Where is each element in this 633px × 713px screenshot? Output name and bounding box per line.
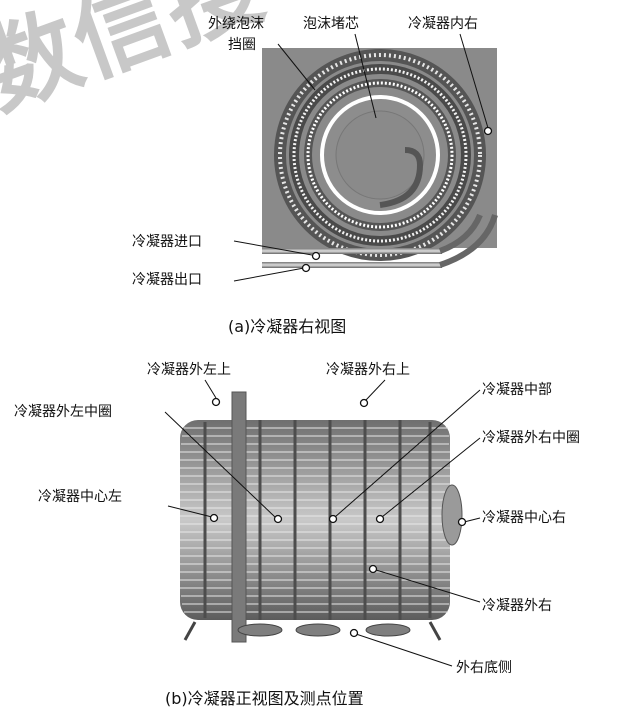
drum-right-cap <box>441 484 463 546</box>
leader-outlet <box>233 267 305 282</box>
condenser-drum <box>180 420 450 620</box>
drum-feet <box>183 621 442 641</box>
foam-plug-core <box>335 110 425 200</box>
leader-outer-right-mid-ring <box>381 437 481 518</box>
foam-ring-post <box>231 391 247 643</box>
condenser-fins <box>180 427 450 613</box>
inlet-pipe-bend <box>438 213 483 254</box>
leader-outer-foam-ring <box>277 43 316 91</box>
label-outer-foam-ring-line1: 外绕泡沫 <box>208 16 264 32</box>
inlet-pipe <box>262 248 442 254</box>
outer-coil-fins <box>278 53 482 257</box>
point-inner-right <box>483 126 493 136</box>
label-outer-left-top: 冷凝器外左上 <box>147 362 231 378</box>
point-center-right <box>457 517 467 527</box>
point-center-left <box>209 513 219 523</box>
caption-front-view: (b)冷凝器正视图及测点位置 <box>165 689 364 708</box>
condenser-rings <box>203 420 432 620</box>
right-view-diagram <box>262 48 498 268</box>
label-inlet: 冷凝器进口 <box>132 234 202 250</box>
label-middle: 冷凝器中部 <box>482 382 552 398</box>
inner-coil-fins <box>306 81 454 229</box>
right-view-measurement-points <box>301 126 493 273</box>
leader-outer-left-mid-ring <box>164 411 276 518</box>
point-outer-right <box>368 564 378 574</box>
label-outlet: 冷凝器出口 <box>132 272 202 288</box>
point-outer-left-top <box>211 397 221 407</box>
label-outer-right-top: 冷凝器外右上 <box>326 362 410 378</box>
outlet-pipe-bend <box>439 214 498 268</box>
leader-outer-left-top <box>204 379 217 399</box>
point-middle <box>328 514 338 524</box>
label-inner-right: 冷凝器内右 <box>408 16 478 32</box>
front-view-leader-lines <box>164 379 481 667</box>
outlet-pipe <box>262 262 442 268</box>
front-view-measurement-points <box>209 397 467 638</box>
right-view-leader-lines <box>233 33 489 282</box>
label-center-right: 冷凝器中心右 <box>482 510 566 526</box>
label-foam-plug: 泡沫堵芯 <box>303 16 359 32</box>
leader-foam-plug <box>354 33 377 119</box>
spiral-tail <box>379 147 424 208</box>
point-inlet <box>311 251 321 261</box>
label-outer-right-bottom: 外右底侧 <box>456 660 512 676</box>
point-outer-left-mid-ring <box>273 514 283 524</box>
point-outer-right-top <box>359 398 369 408</box>
leader-inlet <box>233 240 313 256</box>
point-outer-right-bottom <box>349 628 359 638</box>
front-view-diagram <box>180 391 463 643</box>
label-outer-right: 冷凝器外右 <box>482 598 552 614</box>
leader-center-right <box>463 517 481 523</box>
leader-center-left <box>167 505 213 518</box>
caption-right-view: (a)冷凝器右视图 <box>228 317 346 336</box>
label-outer-foam-ring-line2: 挡圈 <box>228 37 256 53</box>
label-outer-left-mid-ring: 冷凝器外左中圈 <box>14 404 112 420</box>
leader-inner-right <box>459 33 489 129</box>
leader-outer-right-top <box>365 379 386 401</box>
leader-outer-right <box>375 569 481 603</box>
leader-outer-right-bottom <box>355 633 453 667</box>
label-outer-right-mid-ring: 冷凝器外右中圈 <box>482 430 580 446</box>
point-outlet <box>301 263 311 273</box>
middle-coil-fins <box>292 67 468 243</box>
point-outer-right-mid-ring <box>375 514 385 524</box>
leader-middle <box>334 389 481 518</box>
label-center-left: 冷凝器中心左 <box>38 489 122 505</box>
